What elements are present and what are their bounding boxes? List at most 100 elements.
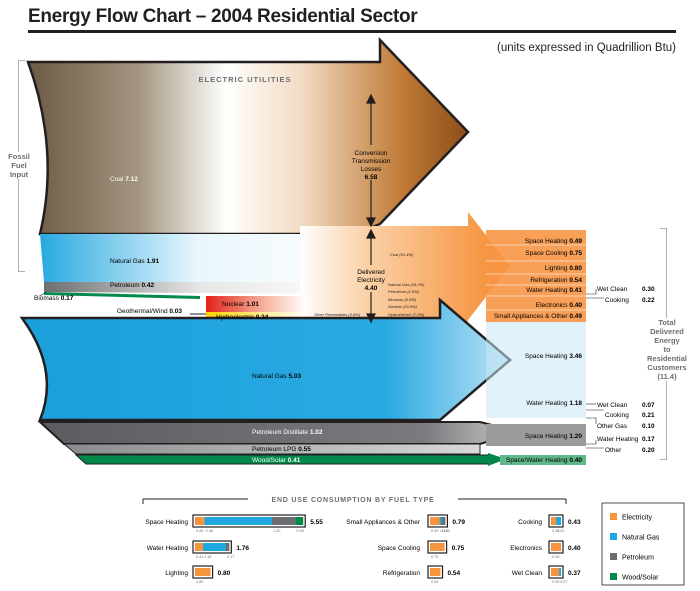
end-use-segment: [430, 543, 445, 551]
elec-use-electronics: Electronics 0.40: [536, 302, 583, 309]
delivered-value: 4.40: [365, 285, 378, 292]
legend-box: [601, 502, 685, 586]
end-use-label: Cooking: [518, 519, 542, 526]
end-use-segment: [226, 543, 230, 551]
electric-end-uses: Space Heating 0.49 Space Cooling 0.75 Li…: [494, 238, 583, 320]
end-use-part-label: 0.49: [196, 529, 203, 533]
end-use-part-label: 0.21: [557, 529, 564, 533]
pet-other-value: 0.20: [642, 447, 655, 454]
electric-utilities-label: ELECTRIC UTILITIES: [199, 75, 292, 84]
share-coal: Coal (51.4%): [390, 252, 414, 257]
elec-use-lighting: Lighting 0.80: [545, 265, 583, 272]
end-use-label: Small Appliances & Other: [346, 519, 421, 526]
biomass-leader: [39, 291, 47, 297]
pet-distillate-label: Petroleum Distillate 1.02: [252, 429, 323, 436]
gas-wet-clean-value: 0.07: [642, 402, 655, 409]
conversion-value: 6.58: [365, 174, 378, 181]
end-use-frame: [192, 514, 306, 528]
total-delivered-label: Total Delivered Energy to Residential Cu…: [636, 318, 698, 381]
electric-end-panel: [486, 230, 586, 322]
end-use-part-label: 1.18: [204, 555, 211, 559]
end-use-part-label: 0.80: [196, 580, 203, 584]
legend-swatch: [610, 573, 617, 580]
pet-end-panel: [486, 424, 586, 446]
end-use-total: 5.55: [310, 519, 323, 526]
elec-use-space-heating: Space Heating 0.49: [525, 238, 582, 245]
end-use-total: 1.76: [236, 545, 249, 552]
legend-label: Electricity: [622, 515, 652, 522]
end-use-total: 0.37: [568, 570, 581, 577]
end-use-segment: [551, 517, 557, 525]
delivered-line-2: Electricity: [357, 277, 386, 284]
end-use-segment: [204, 517, 273, 525]
end-use-label: Lighting: [165, 570, 188, 577]
hydroelectric-label: Hydroelectric 0.34: [216, 314, 269, 321]
end-use-segment: [295, 517, 304, 525]
end-use-part-label: 0.54: [431, 580, 438, 584]
end-use-segment: [195, 517, 205, 525]
elec-use-small-appliances: Small Appliances & Other 0.49: [494, 313, 583, 320]
end-use-total: 0.80: [218, 570, 231, 577]
elec-wet-clean-label: Wet Clean: [597, 286, 628, 293]
end-use-frame: [427, 540, 448, 554]
nuclear-flow: [206, 296, 306, 312]
measure-arrows: [366, 93, 376, 324]
end-use-part-label: 3.46: [206, 529, 213, 533]
wood-solar-label: Wood/Solar 0.41: [252, 457, 301, 464]
conversion-line-2: Transmission: [352, 158, 391, 165]
wood-end-panel: [500, 455, 586, 465]
end-use-part-label: 0.75: [431, 555, 438, 559]
end-use-frame: [427, 514, 449, 528]
delivered-electricity-flow: [300, 212, 510, 322]
gas-cooking-label: Cooking: [605, 412, 629, 419]
end-use-total: 0.79: [452, 519, 465, 526]
end-use-part-label: 0.22: [552, 529, 559, 533]
end-use-segment: [556, 517, 561, 525]
gas-use-water-heating: Water Heating 1.18: [526, 400, 582, 407]
side-leaders: [586, 289, 604, 449]
share-hydro: Hydroelectric (7.0%): [388, 312, 425, 317]
electric-end-dividers: [486, 244, 586, 311]
legend-swatch: [610, 513, 617, 520]
natural-gas-util-label: Natural Gas 1.91: [110, 258, 160, 265]
units-note: (units expressed in Quadrillion Btu): [497, 42, 676, 54]
gas-other-value: 0.10: [642, 423, 655, 430]
end-use-part-label: 0.17: [227, 555, 234, 559]
share-petroleum: Petroleum (1.5%): [388, 289, 420, 294]
end-use-segment: [551, 568, 560, 576]
end-use-title: END USE CONSUMPTION BY FUEL TYPE: [271, 497, 434, 504]
end-use-total: 0.54: [448, 570, 461, 577]
end-use-part-label: 0.49: [431, 529, 438, 533]
gas-wet-clean-label: Wet Clean: [597, 402, 628, 409]
end-use-total: 0.75: [452, 545, 465, 552]
end-use-part-label: 0.07: [560, 580, 567, 584]
natural-gas-utility-flow: [40, 234, 355, 282]
delivered-line-1: Delivered: [357, 269, 385, 276]
elec-use-space-cooling: Space Cooling 0.75: [525, 250, 582, 257]
side-uses: Wet Clean 0.30 Cooking 0.22 Wet Clean 0.…: [597, 286, 655, 454]
gas-cooking-value: 0.21: [642, 412, 655, 419]
end-use-label: Space Heating: [145, 519, 188, 526]
end-use-segment: [195, 543, 203, 551]
biomass-label: Biomass 0.17: [34, 295, 74, 302]
conversion-line-3: Losses: [361, 166, 382, 173]
legend-swatch: [610, 533, 617, 540]
fossil-fuel-input-label: Fossil Fuel Input: [2, 152, 36, 179]
wood-use-label: Space/Water Heating 0.40: [506, 457, 582, 464]
end-use-segment: [559, 568, 561, 576]
end-use-part-label: 0.40: [552, 555, 559, 559]
petroleum-util-label: Petroleum 0.42: [110, 282, 154, 289]
coal-flow: [26, 36, 470, 236]
end-use-frame: [548, 565, 564, 579]
end-use-segment: [430, 568, 441, 576]
end-use-label: Electronics: [510, 545, 543, 552]
wood-solar-arrowhead: [488, 453, 506, 466]
share-labels: Coal (51.4%) Natural Gas (18.2%) Petrole…: [314, 252, 425, 317]
gas-end-panel: [486, 322, 586, 418]
end-use-label: Wet Clean: [512, 570, 543, 577]
share-nuclear: Nuclear (20.9%): [388, 304, 418, 309]
conversion-line-1: Conversion: [355, 150, 388, 157]
page-title: Energy Flow Chart – 2004 Residential Sec…: [28, 6, 418, 27]
